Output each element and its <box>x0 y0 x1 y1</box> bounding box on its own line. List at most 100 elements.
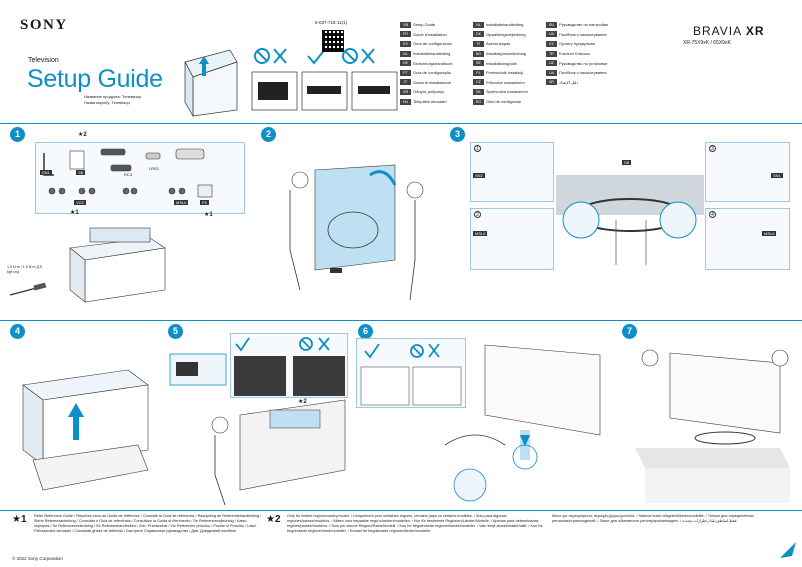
part-label-vg2: VG2 <box>74 200 87 205</box>
copyright: © 2022 Sony Corporation <box>12 556 63 561</box>
language-title: Guía de configuración <box>413 41 453 47</box>
language-code: KZ <box>546 40 557 47</box>
language-title: Opsætningsvejledning <box>486 31 526 37</box>
language-title: Ghid de configurare <box>486 99 522 105</box>
part-label-f5: F5 <box>200 200 209 205</box>
language-code: SE <box>473 60 484 67</box>
part-label-msl6: MSL6 <box>174 200 189 205</box>
language-code: PT <box>400 69 411 76</box>
step-1-star2: ★2 <box>78 132 87 138</box>
top-divider <box>0 123 802 124</box>
model-number: XR-75X9xK / 65X9xK <box>683 40 731 46</box>
step-2-illustration <box>289 164 424 301</box>
language-title: Guia de configuração <box>413 70 452 76</box>
language-title: Asennusopas <box>486 41 511 47</box>
step-3-sub4: 4 MSL6 <box>705 208 790 270</box>
step-5-badge: 5 <box>168 324 183 339</box>
bravia-logo: BRAVIA XR <box>693 24 765 38</box>
step-1-star1b: ★1 <box>204 212 213 218</box>
footnote-star2: ★2 <box>266 514 281 525</box>
language-title: Посібник з налаштування <box>559 70 607 76</box>
language-code: RO <box>473 98 484 105</box>
part-label-lr03: LR03 <box>149 166 159 171</box>
step-4-illustration <box>22 369 149 491</box>
language-code: UA <box>546 69 557 76</box>
header-do-dont-icons <box>251 47 398 111</box>
bottom-divider <box>0 510 802 511</box>
language-title: Guida di installazione <box>413 79 452 85</box>
step-1-parts-panel: SN1 SB RC3 LR03 VG2 MSL6 F5 <box>35 142 245 214</box>
language-code: CZ <box>473 79 484 86</box>
language-code: NO <box>473 50 484 57</box>
step-3-sub1: 1 SN2 <box>470 142 554 202</box>
language-title: Installatiehandleiding <box>413 51 451 57</box>
language-title: Przewodnik instalacji <box>486 70 524 76</box>
footnote-1-text: Refer Reference Guide / Reportez-vous au… <box>34 514 262 533</box>
step-7-illustration <box>635 349 790 503</box>
language-title: Орнату нұсқаулығы <box>559 41 596 47</box>
language-code: FR <box>400 31 411 38</box>
language-title: Sprievodca nastavením <box>486 89 528 95</box>
language-title: Einrichtungshandbuch <box>413 60 453 66</box>
step-6-illustration <box>444 344 601 502</box>
language-title: Руководство по настройке <box>559 22 608 28</box>
language-code: TR <box>546 50 557 57</box>
language-code: GR <box>400 88 411 95</box>
language-code: RU <box>546 21 557 28</box>
language-title: Guide d'installation <box>413 31 447 37</box>
footnote-2-text: Only for limited region/country/model. /… <box>287 514 543 533</box>
language-code: HU <box>400 98 411 105</box>
step-1-badge: 1 <box>10 127 25 142</box>
step-6-do-dont-panel <box>356 338 466 408</box>
product-type: Television <box>28 57 59 64</box>
language-title: دليل الإعداد <box>559 79 579 85</box>
language-code: DK <box>473 31 484 38</box>
step-5-tv-detail <box>169 353 227 386</box>
language-code: NL <box>473 21 484 28</box>
language-title: Installasjonsveiledning <box>486 51 527 57</box>
language-title: Οδηγός ρύθμισης <box>413 89 445 95</box>
language-code: GB <box>400 21 411 28</box>
subtitle-ua: Назва виробу: Телевізор <box>84 100 130 105</box>
language-code: UA <box>546 31 557 38</box>
step-3-stand-illustration <box>556 175 704 265</box>
subtitle-ru: Название продукта: Телевизор <box>84 94 142 99</box>
step-1-box-illustration <box>69 227 166 303</box>
tv-box-illustration <box>184 49 238 117</box>
step-5-star2: ★2 <box>298 399 307 405</box>
language-title: Installationsguide <box>486 60 517 66</box>
language-code: IT <box>400 79 411 86</box>
step-3-sub3: 3 SN1 <box>705 142 790 202</box>
language-code: PL <box>473 69 484 76</box>
step-7-badge: 7 <box>622 324 637 339</box>
step-5-illustration <box>211 399 346 506</box>
corner-arrow-icon <box>780 542 796 558</box>
language-code: FI <box>473 40 484 47</box>
footnote-3-text: Μόνο για περιορισμένες περιοχές/χώρες/μο… <box>552 514 755 523</box>
language-title: Kurulum Kılavuzu <box>559 51 591 57</box>
step-1-star1a: ★1 <box>70 210 79 216</box>
footnote-star1: ★1 <box>12 514 27 525</box>
part-number: 5-037-715-11(1) <box>315 20 348 25</box>
